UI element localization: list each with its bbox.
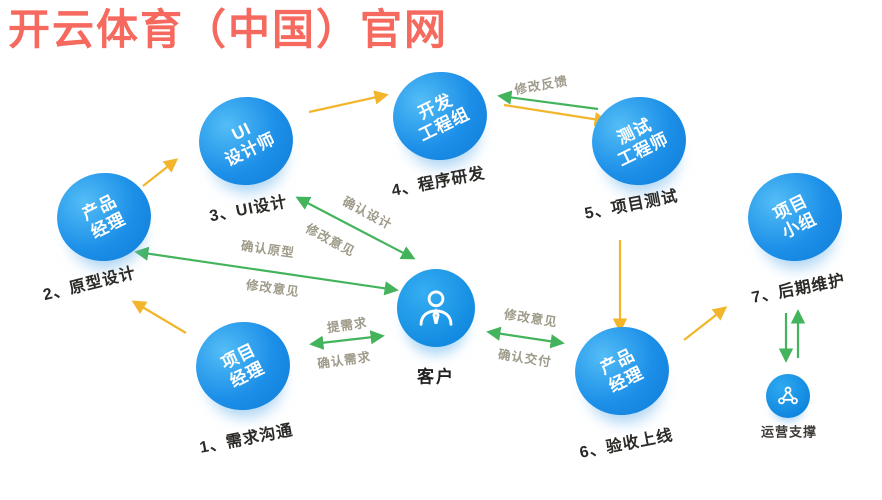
node-label: 产品经理: [597, 345, 647, 396]
node-dev-group: 开发工程组: [387, 65, 493, 167]
node-label: 项目经理: [218, 340, 268, 391]
node-ops-support: [766, 374, 810, 418]
edge-label-revise-design: 修改意见: [303, 221, 358, 260]
step-label-6: 6、验收上线: [578, 427, 675, 462]
node-label: 开发工程组: [415, 90, 473, 145]
node-project-team: 项目小组: [742, 166, 848, 268]
node-label: 项目小组: [770, 191, 820, 242]
network-icon: [778, 386, 798, 405]
step-label-2: 2、原型设计: [41, 264, 138, 305]
person-icon: [419, 290, 453, 326]
edge-label-confirm-proto: 确认原型: [240, 238, 296, 261]
node-test-engineer: 测试工程师: [586, 90, 692, 192]
step-label-5: 5、项目测试: [583, 188, 680, 223]
customer-label: 客户: [417, 367, 455, 387]
node-project-manager: 项目经理: [190, 315, 296, 417]
step-label-3: 3、UI设计: [208, 193, 289, 226]
edge-label-confirm-req: 确认需求: [316, 349, 372, 372]
step-label-1: 1、需求沟通: [198, 422, 295, 457]
node-label: 产品经理: [79, 191, 129, 242]
page-title: 开云体育（中国）官网: [8, 8, 449, 54]
node-product-manager-right: 产品经理: [569, 320, 675, 422]
edge-label-confirm-design: 确认设计: [340, 194, 395, 233]
edge-label-raise-req: 提需求: [326, 315, 369, 336]
node-product-manager-left: 产品经理: [51, 166, 157, 268]
step-label-4: 4、程序研发: [390, 165, 487, 200]
edge-label-revise-deliver: 修改意见: [502, 307, 559, 330]
step-label-7: 7、后期维护: [750, 272, 847, 307]
ops-support-label: 运营支撑: [760, 424, 818, 440]
node-customer: [397, 269, 475, 347]
edge-label-feedback: 修改反馈: [513, 73, 570, 98]
edge-label-confirm-deliver: 确认交付: [496, 347, 553, 370]
edge-label-revise-proto: 修改意见: [245, 277, 301, 300]
node-label: 测试工程师: [614, 115, 672, 170]
